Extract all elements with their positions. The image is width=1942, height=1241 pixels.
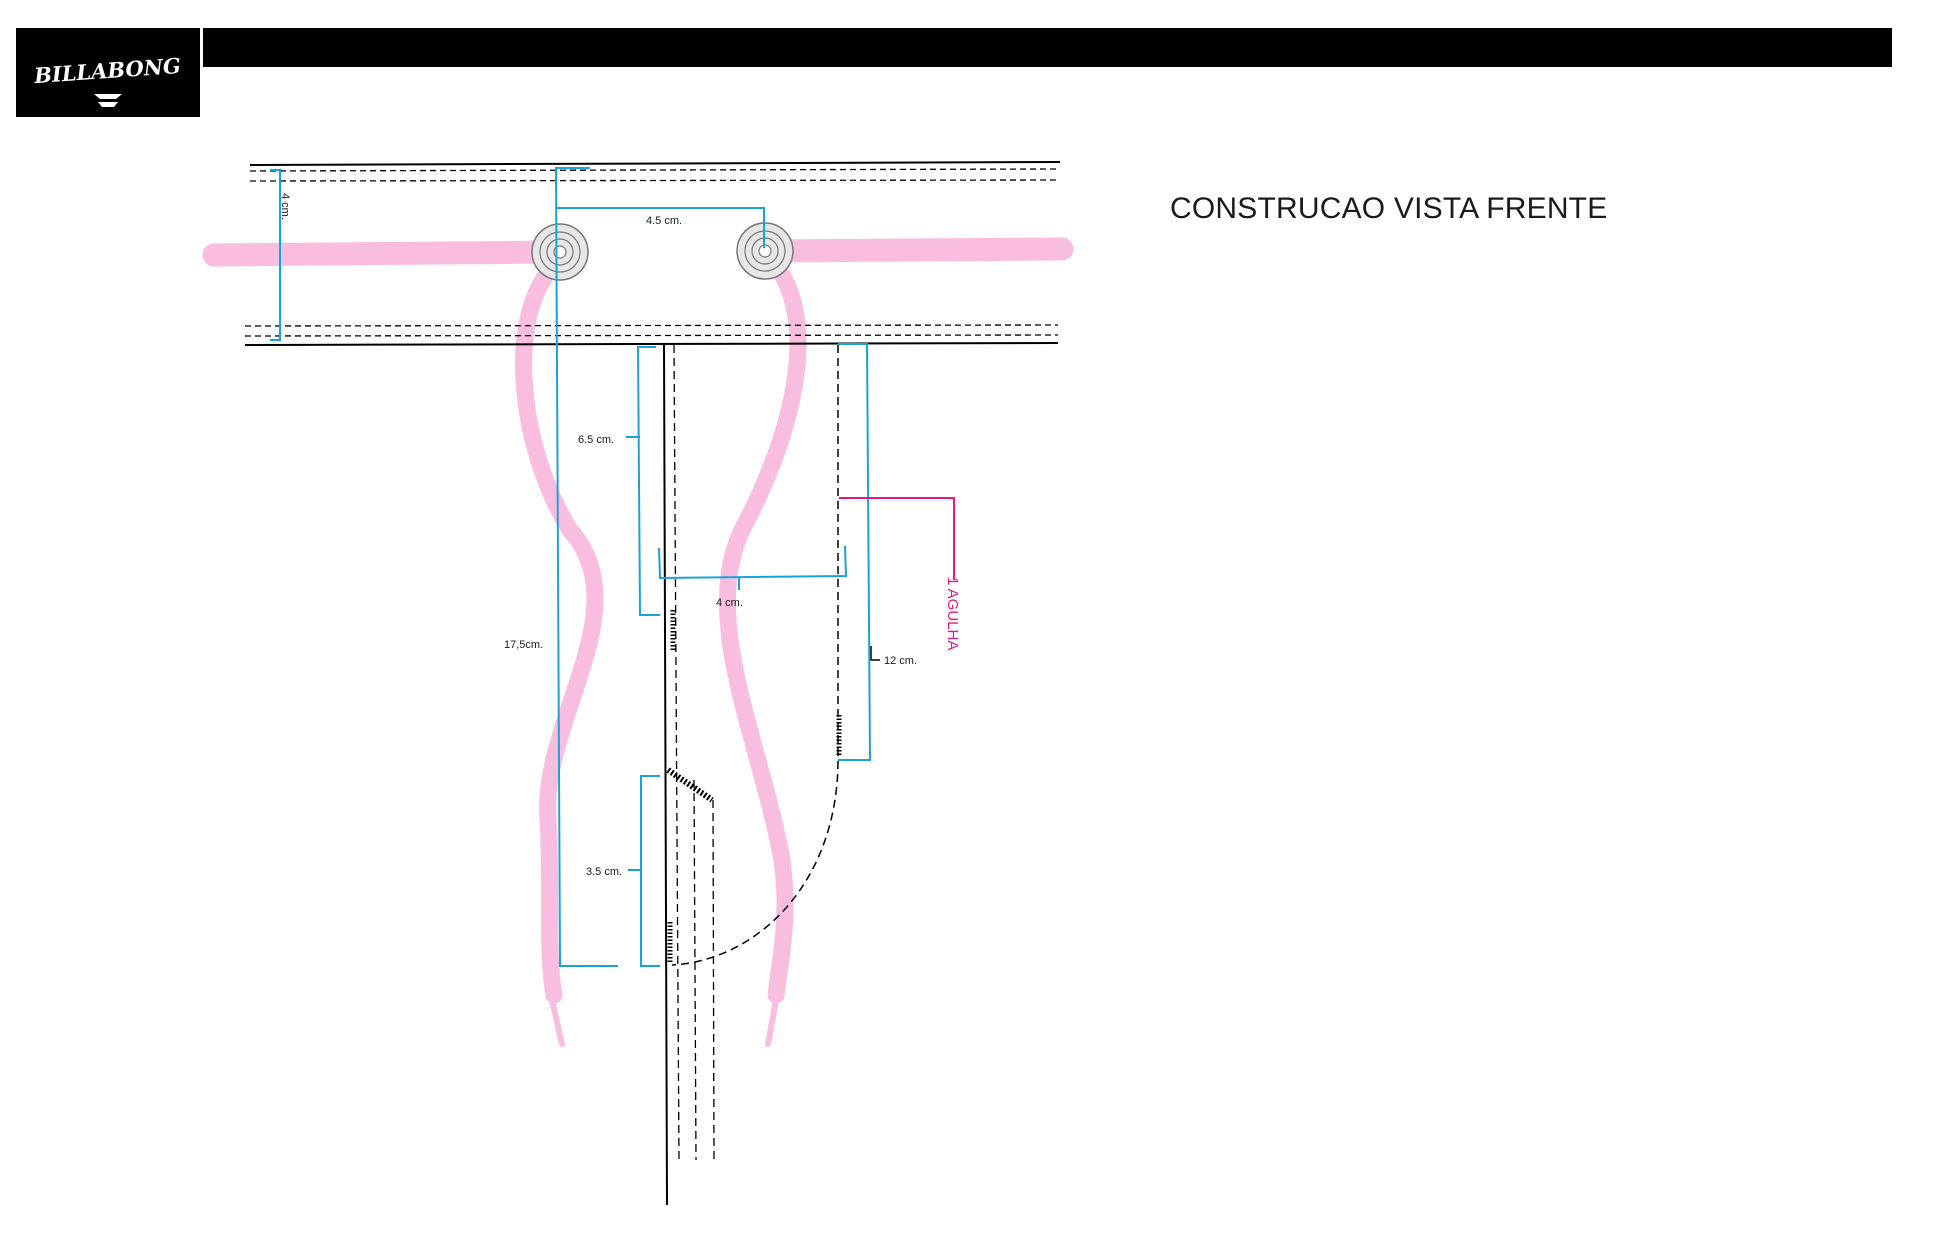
needle-callout: 1 AGULHA (839, 497, 961, 650)
drawcord-left-end (515, 259, 604, 1004)
dim-fly-bottom (628, 775, 660, 967)
center-front-seam (663, 343, 668, 1206)
drawcord-right-tip (765, 997, 779, 1047)
waistband-bottom-stitch-1 (244, 324, 1059, 327)
waistband-top-stitch-2 (249, 179, 1061, 182)
label-waistband-height: 4 cm. (279, 193, 291, 220)
waistband-top-stitch-1 (249, 168, 1061, 172)
fly-topstitch-right (712, 799, 715, 1161)
dim-waistband-height (270, 169, 281, 341)
label-eyelet-spacing: 4.5 cm. (646, 215, 682, 227)
fly-topstitch-left (693, 779, 697, 1161)
waistband-bottom-edge (244, 342, 1059, 346)
drawcord-right-end (718, 259, 807, 1004)
dim-fly-top (626, 346, 660, 616)
label-drawcord-length: 17,5cm. (504, 639, 543, 651)
drawcord-left-tip (549, 997, 565, 1047)
header-bar (203, 28, 1892, 67)
label-fly-bottom: 3.5 cm. (586, 866, 622, 878)
eyelet-left-icon (531, 223, 589, 281)
label-fly-length: 12 cm. (884, 655, 917, 667)
fly-construction (663, 343, 880, 1206)
label-fly-top: 6.5 cm. (578, 434, 614, 446)
needle-leader-line (839, 497, 955, 580)
waistband-top-edge (249, 161, 1061, 166)
dimension-lines (270, 167, 872, 967)
dim-drawcord-length (554, 167, 618, 967)
billabong-logo-icon: BILLABONG (32, 53, 182, 107)
needle-label: 1 AGULHA (944, 577, 961, 650)
fly-curve-stitch (671, 345, 839, 966)
fly-stitch-inner (673, 344, 680, 1161)
drawcord-left-band (202, 240, 572, 267)
brand-logo: BILLABONG (16, 28, 200, 117)
fly-diagonal-bartack (666, 767, 714, 803)
dim-fly-length (838, 343, 872, 761)
fly-marker (870, 646, 880, 661)
waistband-bottom-stitch-2 (244, 334, 1059, 337)
page-title: CONSTRUCAO VISTA FRENTE (1170, 192, 1608, 225)
dim-eyelet-spacing (556, 207, 765, 248)
drawcord (202, 237, 1074, 1047)
drawcord-right-band (753, 237, 1074, 263)
waistband (244, 161, 1061, 346)
dim-fly-width (658, 545, 848, 590)
label-fly-width: 4 cm. (716, 597, 743, 609)
